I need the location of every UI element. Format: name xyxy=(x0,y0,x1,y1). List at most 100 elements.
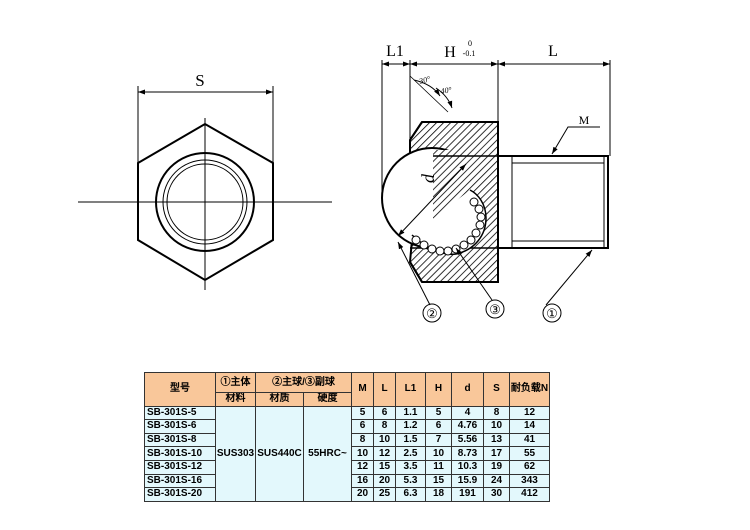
leader-1 xyxy=(545,249,593,306)
cell-h: 5 xyxy=(425,405,452,421)
table-header-row-1: 型号 ①主体 ②主球/③副球 M L L1 H d S 耐负载N xyxy=(144,372,550,407)
cell-s: 8 xyxy=(483,405,510,421)
cell-s: 19 xyxy=(483,459,510,475)
h-dimension-label: H xyxy=(444,44,456,61)
cell-s: 13 xyxy=(483,432,510,448)
cell-l1: 5.3 xyxy=(395,473,426,489)
cell-l: 10 xyxy=(373,432,396,448)
threaded-stud xyxy=(497,155,609,249)
cell-d: 15.9 xyxy=(451,473,484,489)
cell-l1: 1.2 xyxy=(395,419,426,434)
cell-material: SUS303 xyxy=(215,405,256,502)
angle-ref-line xyxy=(409,75,449,113)
header-hardness: 硬度 xyxy=(303,392,352,407)
callout-circle-3 xyxy=(485,299,505,319)
l-dimension-label: L xyxy=(548,43,558,60)
cell-l: 15 xyxy=(373,459,396,475)
cell-d: 10.3 xyxy=(451,459,484,475)
cell-h: 11 xyxy=(425,459,452,475)
cell-s: 30 xyxy=(483,487,510,502)
cell-model: SB-301S-6 xyxy=(144,419,216,434)
chamfer-top xyxy=(409,121,423,141)
cell-l1: 6.3 xyxy=(395,487,426,502)
header-load: 耐负载N xyxy=(509,372,550,407)
s-dimension-label: S xyxy=(195,71,204,90)
header-balls: ②主球/③副球 xyxy=(255,372,352,393)
header-l: L xyxy=(373,372,396,407)
cell-load: 412 xyxy=(509,487,550,502)
callout-circle-2 xyxy=(422,303,442,323)
cell-model: SB-301S-10 xyxy=(144,446,216,461)
specification-table: 型号 ①主体 ②主球/③副球 M L L1 H d S 耐负载N 材料 材质 硬… xyxy=(144,372,550,502)
cell-d: 4 xyxy=(451,405,484,421)
header-material: 材料 xyxy=(215,392,256,407)
cell-load: 62 xyxy=(509,459,550,475)
cell-hardness: 55HRC~ xyxy=(303,405,352,502)
header-ball-material: 材质 xyxy=(255,392,304,407)
angle-30-label: 30° xyxy=(417,74,432,86)
cell-ball-material: SUS440C xyxy=(255,405,304,502)
header-body: ①主体 xyxy=(215,372,256,393)
cell-d: 8.73 xyxy=(451,446,484,461)
cell-m: 6 xyxy=(351,419,374,434)
cell-model: SB-301S-20 xyxy=(144,487,216,502)
callout-1: ① xyxy=(546,306,558,321)
cell-h: 6 xyxy=(425,419,452,434)
cell-load: 41 xyxy=(509,432,550,448)
cell-l1: 2.5 xyxy=(395,446,426,461)
cell-model: SB-301S-12 xyxy=(144,459,216,475)
h-tolerance-lower: -0.1 xyxy=(463,49,476,58)
cell-m: 16 xyxy=(351,473,374,489)
cell-l: 20 xyxy=(373,473,396,489)
cell-model: SB-301S-8 xyxy=(144,432,216,448)
m-label: M xyxy=(579,113,590,127)
h-tolerance-upper: 0 xyxy=(468,39,472,48)
cell-h: 18 xyxy=(425,487,452,502)
cell-h: 7 xyxy=(425,432,452,448)
header-s: S xyxy=(483,372,510,407)
cell-l: 12 xyxy=(373,446,396,461)
cell-d: 4.76 xyxy=(451,419,484,434)
angle-arc-30 xyxy=(413,79,441,97)
technical-drawing: S xyxy=(78,39,611,323)
callout-3: ③ xyxy=(489,302,501,317)
cell-s: 17 xyxy=(483,446,510,461)
hex-front-view xyxy=(78,86,332,290)
cell-m: 20 xyxy=(351,487,374,502)
cell-load: 12 xyxy=(509,405,550,421)
d-dim-line xyxy=(397,163,467,237)
cell-model: SB-301S-5 xyxy=(144,405,216,421)
cell-model: SB-301S-16 xyxy=(144,473,216,489)
header-m: M xyxy=(351,372,374,407)
cell-l1: 1.5 xyxy=(395,432,426,448)
header-l1: L1 xyxy=(395,372,426,407)
cell-m: 5 xyxy=(351,405,374,421)
angle-40-label: 40° xyxy=(440,85,453,96)
cell-s: 24 xyxy=(483,473,510,489)
cell-h: 10 xyxy=(425,446,452,461)
d-label: d xyxy=(418,173,438,183)
cell-l: 25 xyxy=(373,487,396,502)
leader-3 xyxy=(455,247,493,301)
cell-m: 12 xyxy=(351,459,374,475)
cell-s: 10 xyxy=(483,419,510,434)
cell-load: 343 xyxy=(509,473,550,489)
cell-l: 6 xyxy=(373,405,396,421)
cell-load: 14 xyxy=(509,419,550,434)
header-d: d xyxy=(451,372,484,407)
side-section-view xyxy=(381,60,611,323)
support-balls xyxy=(411,197,486,256)
chamfer-bottom xyxy=(409,261,423,283)
header-h: H xyxy=(425,372,452,407)
cell-d: 191 xyxy=(451,487,484,502)
cell-d: 5.56 xyxy=(451,432,484,448)
cell-l: 8 xyxy=(373,419,396,434)
cell-l1: 3.5 xyxy=(395,459,426,475)
cell-l1: 1.1 xyxy=(395,405,426,421)
